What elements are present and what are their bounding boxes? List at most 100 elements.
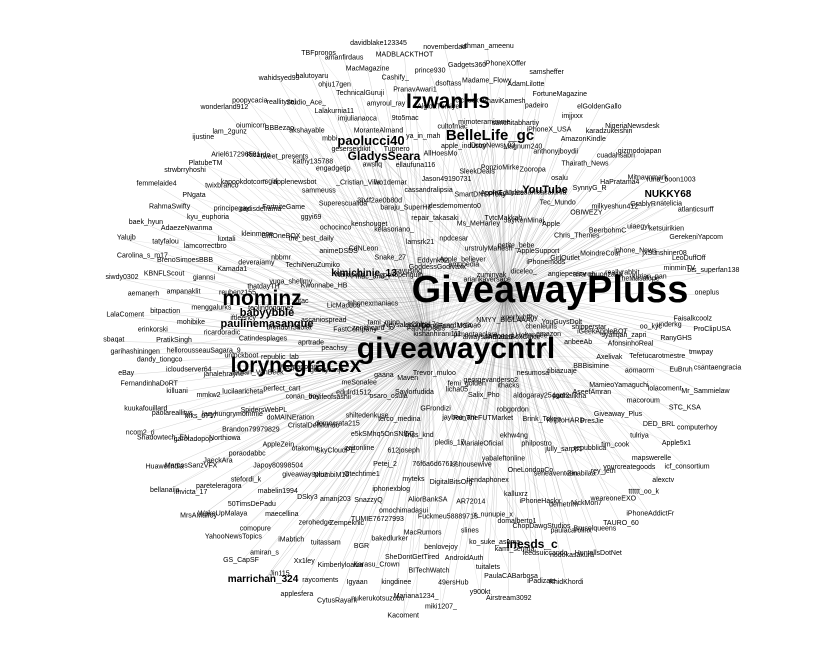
node-label: reubenz155 xyxy=(219,289,256,296)
graph-edge xyxy=(438,108,506,293)
graph-edge xyxy=(429,266,464,351)
graph-edge xyxy=(429,220,436,351)
node-label: tibiazuaje xyxy=(547,368,577,375)
node-label: lazyhungrymommie xyxy=(202,411,263,418)
graph-edge xyxy=(423,137,431,351)
node-label: LeoDuffOff xyxy=(672,255,706,262)
graph-edge xyxy=(391,291,506,492)
graph-edge xyxy=(243,183,431,351)
graph-edge xyxy=(504,291,644,494)
node-label: amyroul_ray xyxy=(367,101,406,108)
graph-edge xyxy=(504,291,670,327)
graph-edge xyxy=(290,283,431,351)
graph-edge xyxy=(125,316,431,351)
node-label: Huaweilndia xyxy=(146,463,184,470)
node-label: zuminyak xyxy=(477,272,507,279)
graph-edge xyxy=(504,117,573,293)
graph-edge xyxy=(350,150,431,351)
node-label: BITechWatch xyxy=(409,568,450,575)
graph-edge xyxy=(504,291,688,469)
graph-edge xyxy=(440,291,506,609)
graph-edge xyxy=(504,291,570,399)
graph-edge xyxy=(440,291,506,550)
graph-edge xyxy=(504,291,541,504)
graph-edge xyxy=(453,291,506,585)
graph-edge xyxy=(205,164,506,293)
node-label: ko_suke_asuma xyxy=(469,539,520,546)
node-label: akshayable xyxy=(289,128,325,135)
node-label: Tefetucarotmestre xyxy=(629,353,685,360)
graph-edge xyxy=(428,191,431,351)
graph-edge xyxy=(504,181,672,293)
node-label: ohju17gen xyxy=(318,81,351,88)
graph-edge xyxy=(504,132,610,293)
node-label: FernandinhaDoRT xyxy=(120,381,178,388)
node-label: maecellina xyxy=(265,511,299,518)
node-label: cultofmac xyxy=(438,124,468,131)
graph-edge xyxy=(335,349,431,502)
graph-edge xyxy=(333,170,431,351)
node-label: amupedia xyxy=(448,262,479,269)
node-label: Jin115 xyxy=(270,571,290,578)
node-label: LalaComent xyxy=(106,312,144,319)
graph-edge xyxy=(429,238,697,351)
node-label: alexctv xyxy=(652,477,674,484)
node-label: GoddessGodivaxx xyxy=(409,264,467,271)
node-label: KBNFLScout xyxy=(144,271,185,278)
node-label: kurian_pan xyxy=(632,274,667,281)
graph-edge xyxy=(504,125,516,293)
graph-edge xyxy=(504,291,685,410)
node-label: kimichinie_13 xyxy=(331,268,397,279)
node-label: ya_in_mah xyxy=(406,133,440,140)
graph-edge xyxy=(356,349,431,585)
node-label: imjjxxx xyxy=(562,113,583,120)
node-label: GrablyR xyxy=(630,201,656,208)
graph-edge xyxy=(126,239,506,293)
graph-edge xyxy=(376,291,506,567)
node-label: Japoy80998504 xyxy=(253,463,303,470)
node-label: DigitalBitsOrg xyxy=(430,479,473,486)
node-label: AndrabaBoxOffice xyxy=(484,334,541,341)
node-label: aomaorm xyxy=(625,368,655,375)
node-label: lucilaaricheta xyxy=(222,389,263,396)
graph-edge xyxy=(429,349,512,578)
graph-edge xyxy=(504,291,515,438)
node-label: ochocinco xyxy=(320,224,352,231)
graph-edge xyxy=(249,102,431,351)
node-label: prince930 xyxy=(415,67,446,74)
node-label: 9to5mac xyxy=(392,115,419,122)
graph-edge xyxy=(405,119,431,351)
node-label: SleekDeals xyxy=(459,168,495,175)
graph-edge xyxy=(233,349,431,539)
graph-edge xyxy=(378,44,431,351)
node-label: FortniteGame xyxy=(262,204,305,211)
graph-edge xyxy=(366,291,506,418)
graph-edge xyxy=(217,291,506,463)
node-label: sammeuss xyxy=(302,188,336,195)
node-label: MoranteAlmand xyxy=(354,128,404,135)
graph-edge xyxy=(504,291,533,549)
graph-edge xyxy=(126,239,431,351)
graph-edge xyxy=(504,291,582,476)
node-label: GerardMolina6 xyxy=(435,323,481,330)
node-label: MarcosSanzVFX xyxy=(165,463,218,470)
graph-edge xyxy=(429,214,587,351)
graph-edge xyxy=(310,344,431,351)
graph-edge xyxy=(429,349,494,517)
node-label: Karasu_Crown xyxy=(353,562,399,569)
graph-edge xyxy=(484,123,506,293)
graph-edge xyxy=(504,291,518,524)
node-label: BGR xyxy=(354,543,369,550)
node-label: stefordi_k xyxy=(231,477,262,484)
graph-edge xyxy=(504,291,651,516)
node-label: PresJie xyxy=(580,418,603,425)
graph-edge xyxy=(186,230,506,293)
node-label: aldogaray254gm2 xyxy=(513,393,569,400)
graph-edge xyxy=(177,349,431,393)
node-label: FortuneMagazine xyxy=(533,91,588,98)
node-label: anbeeAb xyxy=(564,339,592,346)
graph-edge xyxy=(121,278,431,351)
graph-edge xyxy=(334,112,431,351)
graph-edge xyxy=(415,166,431,351)
graph-edge xyxy=(242,349,431,394)
